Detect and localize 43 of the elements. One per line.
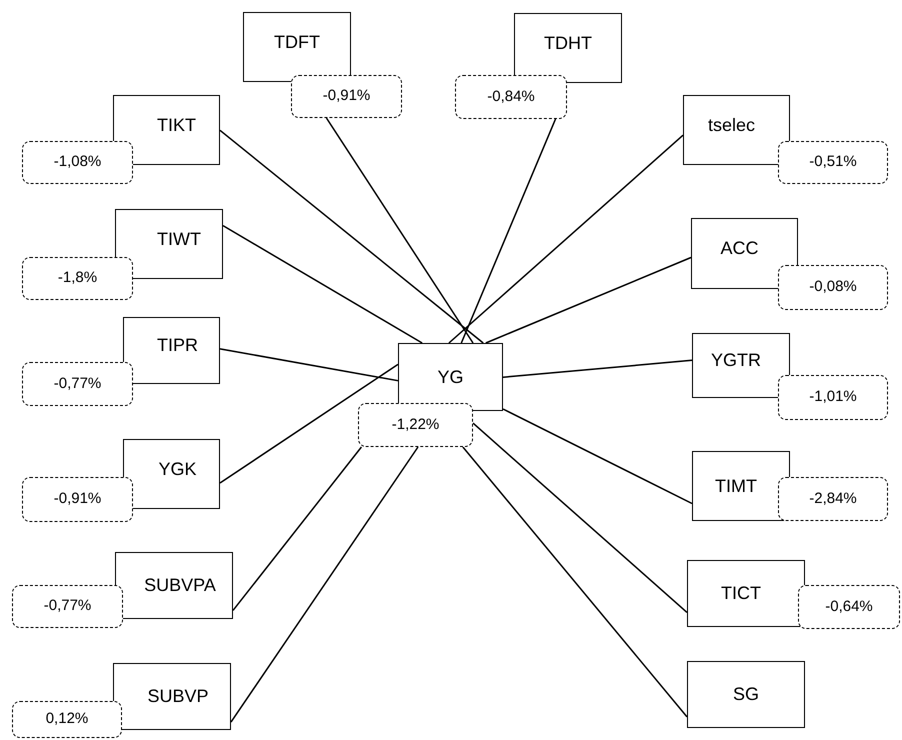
percentage-box: 0,12% [12,701,122,738]
connector-line [486,256,692,344]
percentage-box: -0,84% [455,75,567,119]
connector-line [220,130,484,344]
variable-box: TDHT [514,13,622,83]
variable-box: TIMT [692,451,790,521]
connector-line [222,224,423,344]
variable-box: YG [398,343,503,411]
variable-box: YGK [123,439,220,509]
percentage-box: -1,22% [358,403,473,447]
connector-line [460,118,556,344]
percentage-box: -0,91% [291,75,402,118]
percentage-box: -0,77% [12,585,123,628]
percentage-box: -1,8% [22,257,133,300]
percentage-box: -0,08% [778,265,888,310]
variable-box: YGTR [692,333,790,398]
variable-box: TIWT [115,209,223,279]
variable-box: SG [687,661,805,728]
percentage-box: -0,51% [778,141,888,184]
connector-line [232,446,362,611]
percentage-box: -1,08% [22,141,133,184]
connector-line [472,422,688,613]
connector-line [462,446,688,718]
variable-box: TDFT [243,12,351,82]
percentage-box: -0,91% [22,477,133,522]
variable-box: SUBVP [113,663,231,730]
connector-line [230,446,419,722]
connector-line [448,134,684,344]
variable-box: tselec [683,95,790,165]
percentage-box: -0,77% [22,362,133,406]
variable-box: SUBVPA [115,552,233,619]
percentage-box: -0,64% [798,585,900,629]
connector-line [326,118,474,344]
variable-box: ACC [691,218,798,289]
connector-line [220,348,398,382]
percentage-box: -1,01% [778,375,888,420]
percentage-box: -2,84% [778,477,888,521]
connector-line [502,408,692,504]
connector-line [502,360,692,378]
variable-box: TIPR [123,317,220,384]
connector-line [220,364,398,484]
variable-box: TIKT [113,95,220,165]
variable-box: TICT [687,560,805,627]
